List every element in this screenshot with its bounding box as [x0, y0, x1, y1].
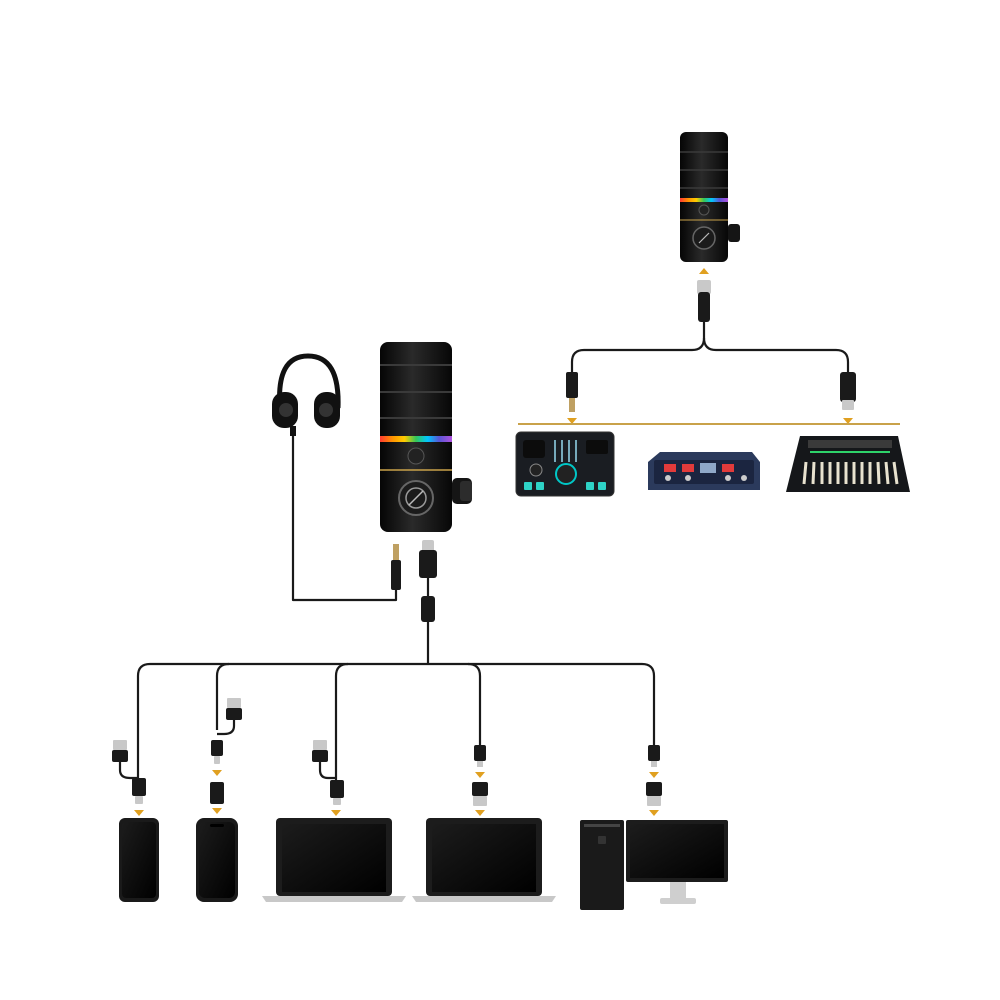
usb-a-adapter-icon	[646, 745, 662, 816]
xlr-split-cable	[570, 322, 706, 372]
cables	[136, 322, 850, 780]
trs-jack-plug-icon	[566, 372, 578, 424]
xlr-split-ends	[566, 372, 856, 424]
desktop-pc-icon	[580, 820, 728, 910]
audio-mixer-console-icon	[515, 431, 615, 497]
mixing-desk-icon	[786, 436, 910, 492]
usb-a-adapter-icon	[472, 745, 488, 816]
headphones-icon	[272, 353, 341, 436]
xlr-male-connector-icon	[840, 372, 856, 424]
ferrite-bead-icon	[421, 596, 435, 622]
rgb-light-ring	[680, 198, 728, 202]
usb-microphone	[380, 342, 472, 622]
smartphone-icon	[119, 818, 159, 902]
usb-c-adapter-icon	[312, 740, 344, 816]
usb-branch-3	[334, 662, 349, 780]
iphone-icon	[196, 818, 238, 902]
usb-split-bar	[136, 662, 656, 778]
usb-c-adapter-icon	[112, 740, 146, 816]
gain-button-icon	[407, 447, 425, 465]
rgb-light-ring	[380, 436, 452, 442]
xlr-split-cable-right	[702, 337, 850, 372]
xlr-female-connector-icon	[697, 280, 711, 322]
laptop-icon	[412, 818, 556, 902]
laptop-icon	[262, 818, 406, 902]
pc-tower-icon	[580, 820, 624, 910]
usb-branch-4	[467, 662, 482, 745]
lightning-adapter-icon	[210, 698, 242, 814]
headphone-jack-icon	[393, 544, 399, 562]
field-recorder-icon	[648, 452, 760, 490]
usb-branch-2	[215, 662, 230, 730]
usb-c-plug-icon	[422, 540, 434, 552]
headphone-cable	[291, 432, 398, 602]
xlr-microphone	[680, 132, 740, 322]
